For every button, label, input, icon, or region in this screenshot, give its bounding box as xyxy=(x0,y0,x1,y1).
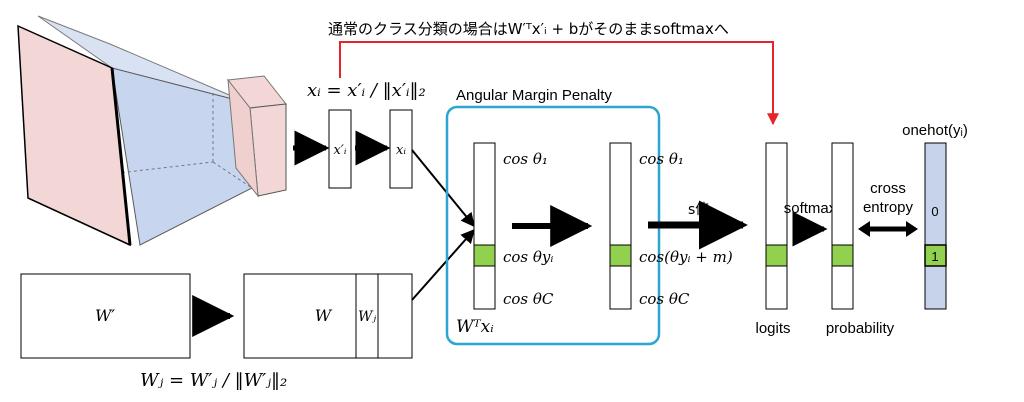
matrix-w-column-j-label: Wⱼ xyxy=(358,309,376,325)
cosine-column-2-target xyxy=(609,244,632,267)
matrix-w-prime xyxy=(20,273,191,359)
onehot-zero: 0 xyxy=(931,204,938,219)
cross-entropy-label-1: cross xyxy=(870,180,906,197)
arrow-cross-entropy-right-head xyxy=(906,221,918,237)
vector-x xyxy=(389,109,413,189)
onehot-target xyxy=(924,244,947,267)
logits-target xyxy=(765,244,788,267)
probability-target xyxy=(831,244,854,267)
cross-entropy-label-2: entropy xyxy=(863,199,914,216)
probability-column xyxy=(831,142,854,310)
angular-margin-penalty-title: Angular Margin Penalty xyxy=(456,87,612,104)
matrix-w-label: W xyxy=(315,306,333,325)
arrow-w-to-penalty xyxy=(411,228,475,301)
matrix-w xyxy=(243,273,413,359)
cosine-column-2 xyxy=(609,142,632,310)
logits-label: logits xyxy=(755,320,790,337)
normalize-x-formula: xᵢ = x′ᵢ / ‖x′ᵢ‖₂ xyxy=(307,80,426,101)
bypass-arrow xyxy=(339,41,779,126)
normalize-w-formula: Wⱼ = W′ⱼ / ‖W′ⱼ‖₂ xyxy=(140,370,287,391)
softmax-label: softmax xyxy=(784,200,837,217)
onehot-column xyxy=(924,142,947,310)
logits-column xyxy=(765,142,788,310)
matrix-w-prime-label: W′ xyxy=(95,306,115,325)
cosine-column-1-target xyxy=(473,244,496,267)
onehot-one: 1 xyxy=(931,249,938,264)
arrow-cross-entropy-left-head xyxy=(858,221,870,237)
col1-cos-c: cos θC xyxy=(503,290,554,308)
onehot-label: onehot(yᵢ) xyxy=(902,122,968,139)
scale-s-label: s倍 xyxy=(688,202,709,218)
bypass-note: 通常のクラス分類の場合はW′ᵀx′ᵢ + bがそのままsoftmaxへ xyxy=(328,20,729,38)
cosine-column-1 xyxy=(473,142,496,310)
col2-cos-1: cos θ₁ xyxy=(639,150,684,168)
col2-cos-y-margin: cos(θyᵢ + m) xyxy=(639,248,733,266)
col2-cos-c: cos θC xyxy=(639,290,690,308)
cnn-feature-volume xyxy=(17,15,287,247)
col1-caption: Wᵀxᵢ xyxy=(456,317,494,337)
probability-label: probability xyxy=(826,320,895,337)
col1-cos-1: cos θ₁ xyxy=(503,150,548,168)
vector-x-prime xyxy=(328,109,352,189)
vector-x-label: xᵢ xyxy=(396,143,406,158)
cnn-small-block-side xyxy=(227,78,259,198)
arrow-x-to-penalty xyxy=(411,149,475,228)
col1-cos-y: cos θyᵢ xyxy=(503,248,553,266)
vector-x-prime-label: x′ᵢ xyxy=(334,143,347,158)
matrix-w-column-j xyxy=(355,273,379,359)
